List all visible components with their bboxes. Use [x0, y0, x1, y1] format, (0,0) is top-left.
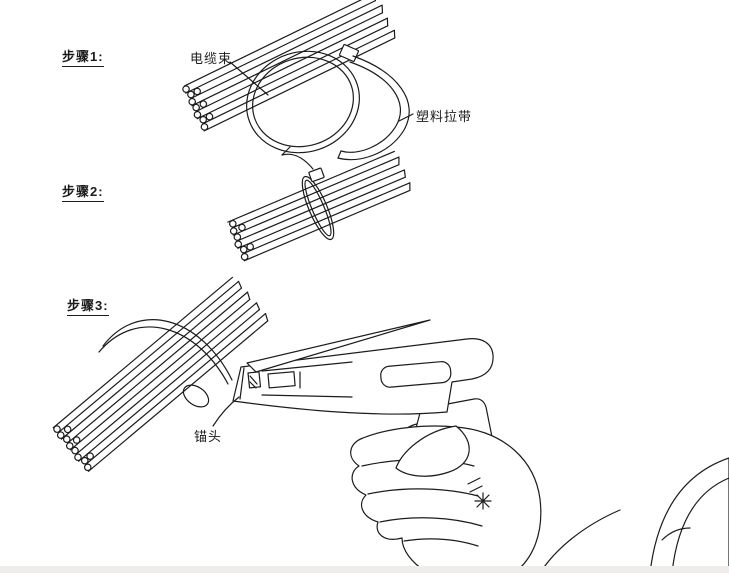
anchor-head-leader-line [212, 396, 240, 427]
step1-illustration [182, 0, 414, 161]
step1-cable-bundle [182, 0, 396, 132]
gun-body-slot [380, 361, 452, 388]
step2-illustration [227, 146, 411, 262]
step3-illustration [52, 276, 729, 573]
thumb [395, 425, 470, 477]
sleeve-cuff [649, 457, 729, 573]
step3-label: 步骤3: [67, 295, 109, 316]
hand-holding-gun [350, 425, 621, 573]
footer-strip [0, 566, 729, 573]
cable-bundle-leader-line [229, 61, 269, 96]
grip-texture [467, 477, 492, 510]
gun-nose-mechanism [239, 361, 353, 400]
step2-tightened-tie [281, 146, 335, 241]
step3-tie-strap [98, 319, 233, 408]
tie-tail-out-of-gun [246, 319, 431, 373]
step1-cable-tie [246, 43, 410, 161]
anchor-head-callout: 锚头 [194, 429, 223, 444]
step3-cable-bundle [52, 276, 269, 472]
step2-label: 步骤2: [62, 181, 104, 202]
step2-cable-bundle [227, 150, 411, 262]
step1-label: 步骤1: [62, 46, 104, 67]
cable-bundle-callout: 电缆束 [190, 51, 233, 66]
plastic-tie-leader-line [398, 113, 414, 122]
plastic-tie-strap-callout: 塑料拉带 [416, 109, 473, 124]
